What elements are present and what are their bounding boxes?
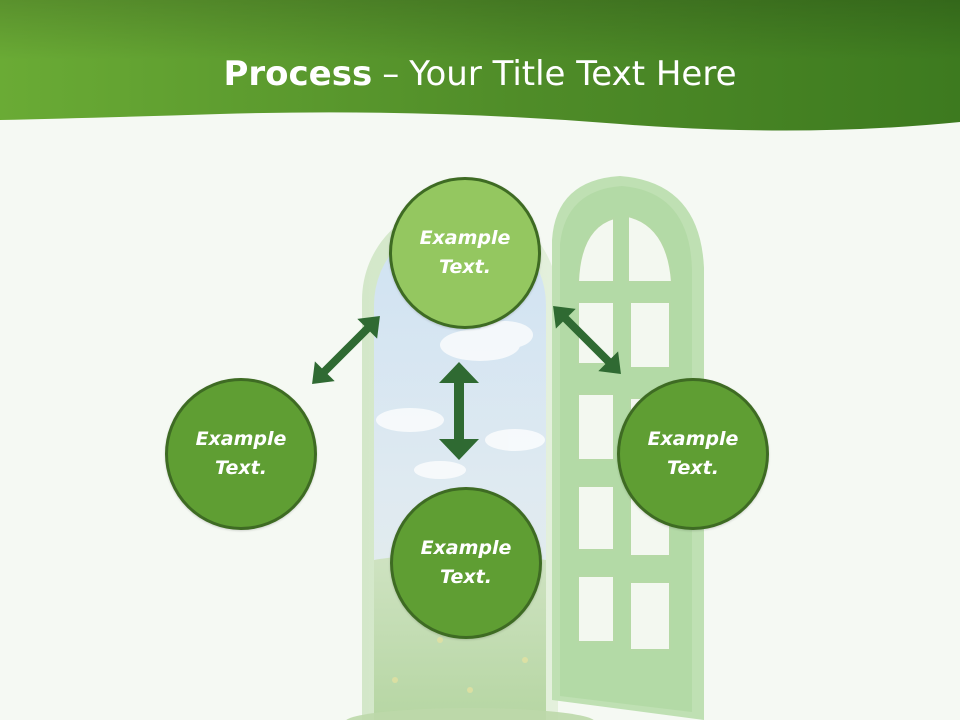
slide-title: Process–Your Title Text Here [0,52,960,96]
process-node-top: Example Text. [389,177,541,329]
node-bottom-label: Example Text. [420,537,512,588]
title-separator: – [382,54,400,94]
node-right-label: Example Text. [647,428,739,479]
node-left-label: Example Text. [195,428,287,479]
process-node-right: Example Text. [617,378,769,530]
node-top-label: Example Text. [419,227,511,278]
title-text: Your Title Text Here [409,54,737,94]
process-node-bottom: Example Text. [390,487,542,639]
title-bold: Process [223,54,373,94]
header-band [0,0,960,131]
process-node-left: Example Text. [165,378,317,530]
